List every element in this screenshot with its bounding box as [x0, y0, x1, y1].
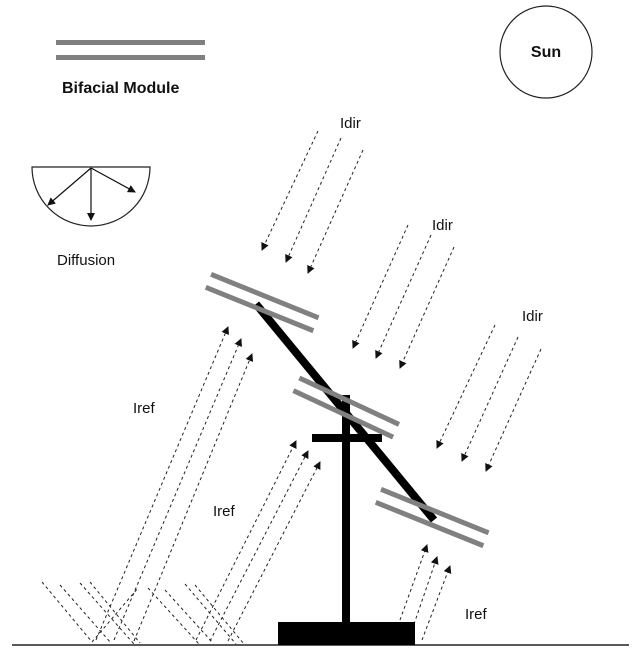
- iref-label-3: Iref: [465, 606, 488, 623]
- bifacial-module-middle: [292, 375, 401, 440]
- mount-base: [278, 622, 415, 645]
- diffusion-icon: [31, 166, 151, 227]
- ground-reflection-pattern: [41, 581, 245, 645]
- reflected-rays-group-1: [95, 326, 254, 642]
- direct-rays-group-2: [352, 224, 455, 369]
- reflected-rays-group-3: [399, 544, 452, 641]
- legend-module-label: Bifacial Module: [62, 80, 179, 97]
- sun-circle: [499, 5, 593, 99]
- sun-label: Sun: [531, 44, 561, 61]
- direct-rays-group-3: [436, 324, 542, 472]
- idir-label-3: Idir: [522, 308, 543, 325]
- iref-label-1: Iref: [133, 400, 156, 417]
- idir-label-1: Idir: [340, 115, 361, 132]
- bifacial-module-top: [204, 272, 320, 334]
- legend-module-symbol: [56, 40, 205, 60]
- iref-label-2: Iref: [213, 503, 236, 520]
- reflected-rays-group-2: [195, 440, 321, 642]
- idir-label-2: Idir: [432, 217, 453, 234]
- tracker-structure: [252, 301, 438, 645]
- direct-rays-group-1: [261, 130, 364, 274]
- diffusion-label: Diffusion: [57, 252, 115, 269]
- bifacial-module-bottom: [374, 487, 490, 549]
